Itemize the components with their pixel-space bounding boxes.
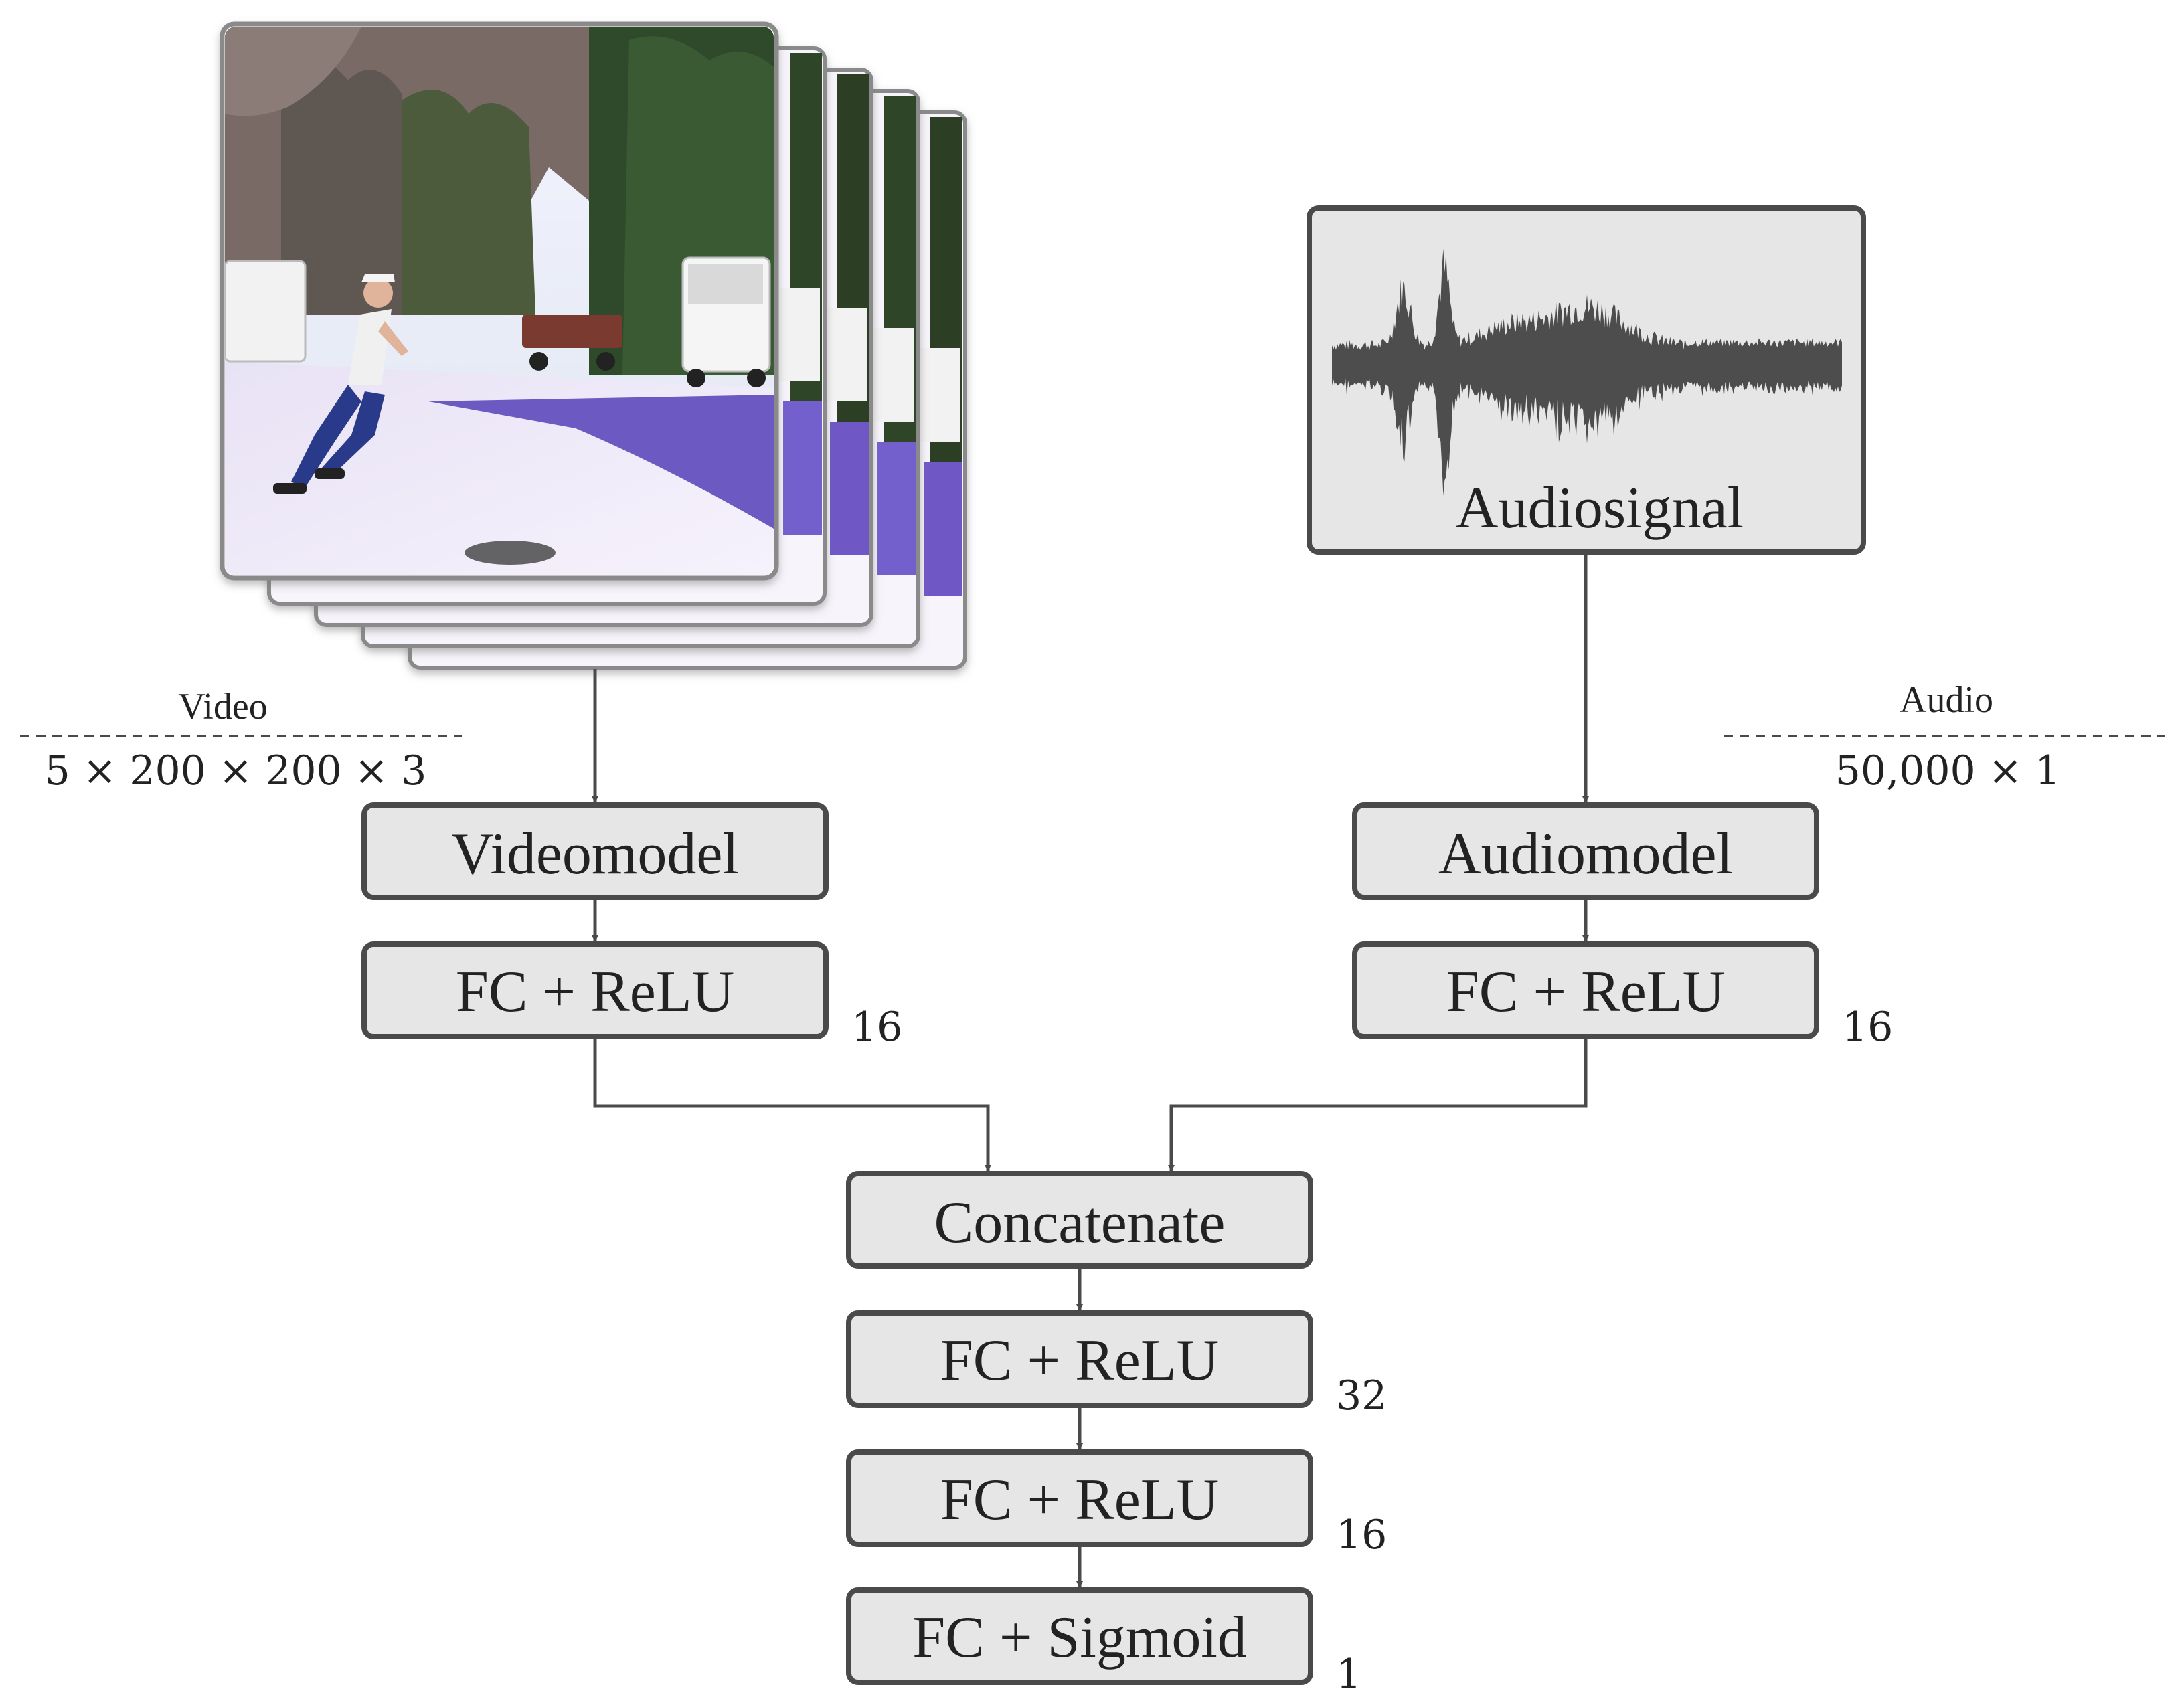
video-fc-relu-units: 16 [851, 1004, 902, 1051]
videomodel-box: Videomodel [361, 802, 829, 900]
video-fc-relu-label: FC + ReLU [456, 960, 734, 1024]
audio-waveform [1332, 248, 1842, 496]
audio-input-shape: 50,000 × 1 [1835, 747, 2061, 794]
audio-input-annotation: Audio 50,000 × 1 [1724, 679, 2165, 794]
head-fc-relu-16-units: 16 [1336, 1512, 1387, 1558]
connectors [592, 555, 1589, 1588]
audiosignal-label: Audiosignal [1456, 476, 1744, 541]
head-fc-relu-16-box: FC + ReLU [846, 1449, 1313, 1547]
arrow-video-fc-to-concatenate [593, 1038, 991, 1172]
video-frame-front [220, 21, 779, 581]
video-frame-stack [220, 21, 967, 670]
audio-fc-relu-units: 16 [1842, 1004, 1893, 1051]
head-fc-relu-32-units: 32 [1336, 1372, 1387, 1419]
audio-fc-relu-label: FC + ReLU [1446, 960, 1725, 1024]
fc-sigmoid-units: 1 [1336, 1651, 1361, 1698]
audio-input-label: Audio [1900, 679, 1993, 721]
video-input-annotation: Video 5 × 200 × 200 × 3 [20, 686, 462, 794]
videomodel-label: Videomodel [451, 822, 739, 887]
concatenate-box: Concatenate [846, 1171, 1313, 1269]
head-fc-relu-16-label: FC + ReLU [940, 1467, 1219, 1532]
person-figure [273, 274, 408, 494]
arrow-audio-fc-to-concatenate [1168, 1038, 1588, 1172]
head-fc-relu-32-box: FC + ReLU [846, 1310, 1313, 1408]
head-fc-relu-32-label: FC + ReLU [940, 1328, 1219, 1393]
audiosignal-box: Audiosignal [1307, 205, 1866, 555]
video-fc-relu-box: FC + ReLU [361, 941, 829, 1039]
fc-sigmoid-box: FC + Sigmoid [846, 1587, 1313, 1685]
fc-sigmoid-label: FC + Sigmoid [912, 1605, 1247, 1670]
audiomodel-label: Audiomodel [1438, 822, 1733, 887]
video-input-shape: 5 × 200 × 200 × 3 [45, 747, 427, 794]
concatenate-label: Concatenate [934, 1190, 1226, 1255]
audiomodel-box: Audiomodel [1352, 802, 1819, 900]
audio-fc-relu-box: FC + ReLU [1352, 941, 1819, 1039]
video-input-label: Video [178, 686, 268, 727]
